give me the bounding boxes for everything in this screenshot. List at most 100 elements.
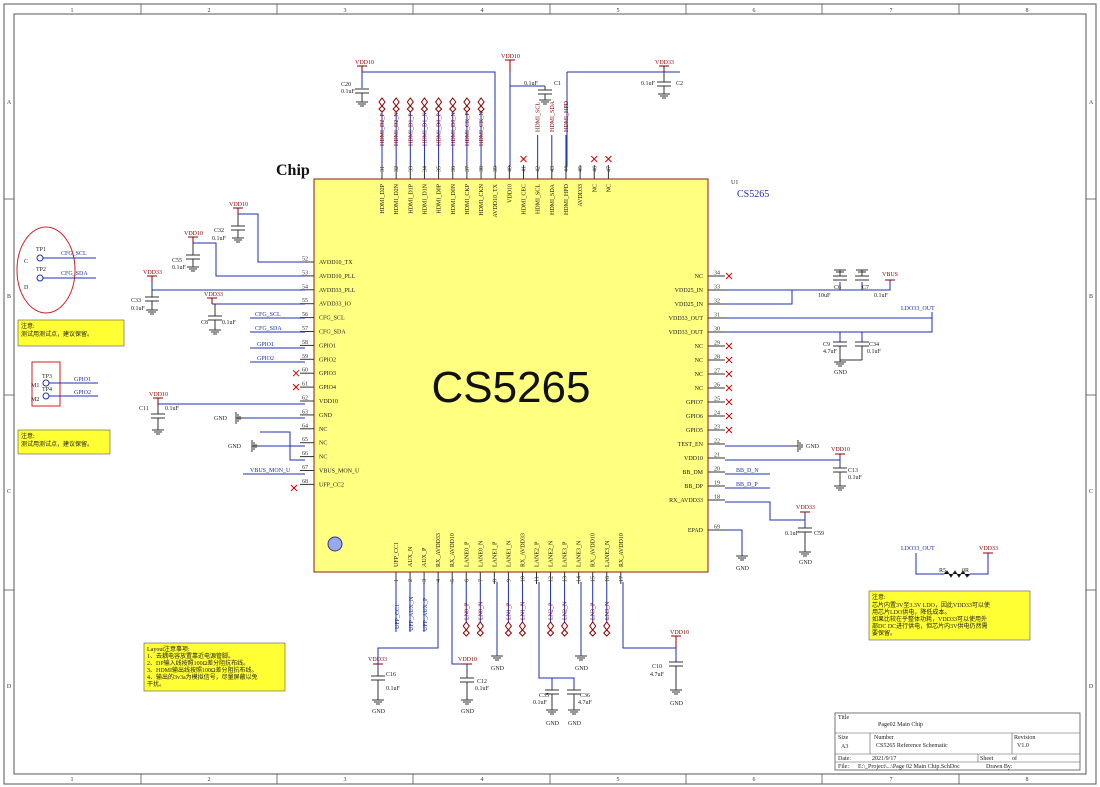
svg-text:GND: GND	[575, 666, 589, 672]
svg-text:43: 43	[550, 166, 556, 172]
cap-c33[interactable]: C33 0.1uF	[131, 290, 159, 315]
cap-c16[interactable]: C16 0.1uF GND	[371, 668, 401, 715]
cap-c13[interactable]: C13 0.1uF	[833, 467, 863, 491]
test-point-tp4[interactable]: TP4 M2 GPIO2	[31, 387, 98, 403]
svg-text:41: 41	[522, 166, 528, 172]
cap-c34[interactable]: C34 0.1uF	[840, 341, 882, 361]
test-point-tp3[interactable]: TP3 M1 GPIO1	[31, 374, 98, 389]
cap-c7[interactable]: C7 0.1uF	[855, 269, 889, 299]
svg-text:20: 20	[714, 467, 720, 473]
file-value: E:\_Project\...\Page 02 Main Chip.SchDoc	[858, 764, 960, 770]
test-point-tp1[interactable]: TP1 C CFG_SCL	[24, 247, 96, 265]
cap-c2[interactable]: C2 0.1uF	[641, 72, 683, 99]
resistor-r5[interactable]: LDO33_OUT VDD33 R5 0R	[901, 546, 998, 578]
cap-c1[interactable]: C1 0.1uF	[524, 81, 561, 105]
pin-bottom-4[interactable]: 4RX_AVDD33	[436, 533, 442, 584]
net-hdmi-d2-p: HDMI_D2_P	[378, 97, 386, 165]
svg-text:VDD33: VDD33	[796, 505, 815, 511]
cap-c20[interactable]: C20 0.1uF	[341, 82, 369, 107]
cap-c35[interactable]: C35 0.1uF GND	[533, 689, 560, 727]
cap-c11[interactable]: C11 0.1uF	[139, 404, 180, 435]
cap-c59[interactable]: C59 0.1uF	[785, 527, 824, 557]
cap-c12[interactable]: C12 0.1uF GND	[460, 670, 490, 715]
test-point-tp2[interactable]: TP2 D CFG_SDA	[24, 267, 96, 291]
cap-c32[interactable]: C32 0.1uF	[212, 214, 245, 243]
cap-c10[interactable]: C10 4.7uF GND	[650, 661, 684, 707]
cap-c6[interactable]: C6 10uF	[818, 269, 847, 299]
cap-c36[interactable]: C36 4.7uF GND	[567, 689, 593, 727]
svg-text:要保留。: 要保留。	[872, 629, 896, 637]
chip-body[interactable]	[313, 178, 709, 573]
cap-c55[interactable]: C55 0.1uF	[172, 243, 200, 272]
pin-bottom-5[interactable]: 5RX_AVDD10	[450, 533, 456, 584]
svg-text:GPIO7: GPIO7	[686, 400, 703, 406]
border-col-4: 4	[481, 8, 484, 14]
cap-c8[interactable]: C8 0.1uF	[201, 304, 237, 335]
svg-text:LANE0_P: LANE0_P	[464, 541, 470, 567]
cap-c9[interactable]: C9 4.7uF	[823, 341, 847, 367]
